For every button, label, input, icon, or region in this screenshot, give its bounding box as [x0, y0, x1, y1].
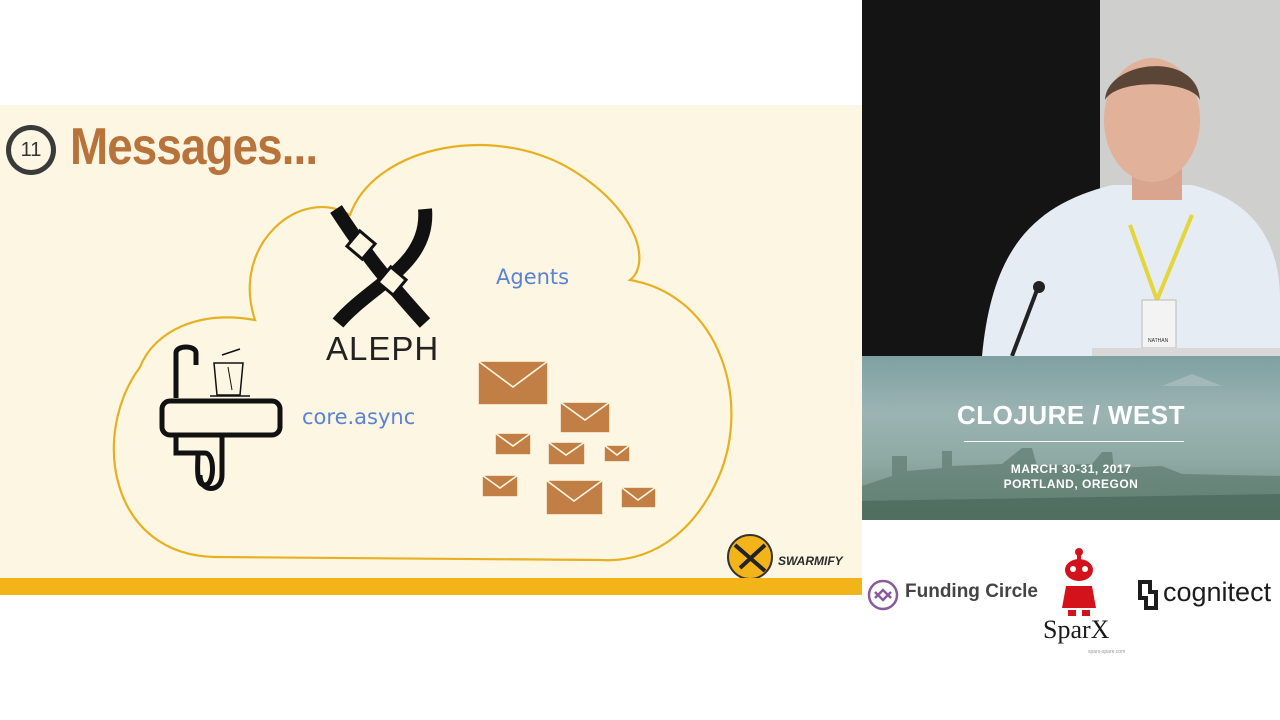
swarmify-bee-icon — [727, 534, 773, 580]
speaker-badge-name: NATHAN — [1148, 338, 1169, 344]
slide-number-badge: 11 — [6, 125, 56, 175]
swarmify-logo-text: SWARMIFY — [778, 554, 843, 568]
agents-label: Agents — [496, 265, 570, 289]
slide-number: 11 — [11, 130, 51, 170]
slide: 11 Messages... ALEPH Agents core.async S… — [0, 105, 862, 595]
sparx-robot-logo-icon — [1062, 548, 1096, 616]
sparx-logo-text: SparX — [1043, 615, 1110, 644]
kitchen-sink-icon — [159, 344, 283, 491]
cognitect-logo-icon — [1138, 580, 1158, 610]
sparx-url-text: sparx-spare.com — [1088, 649, 1126, 655]
cloud-diagram — [112, 143, 773, 580]
conference-banner: CLOJURE / WEST MARCH 30-31, 2017 PORTLAN… — [862, 356, 1280, 520]
conference-title: CLOJURE / WEST — [956, 400, 1185, 430]
slide-footer-bar — [0, 578, 862, 595]
speaker-head — [1104, 58, 1200, 182]
funding-circle-logo-icon — [867, 579, 899, 611]
cloud-outline — [112, 143, 733, 562]
speaker-video: NATHAN — [862, 0, 1280, 356]
envelope-icon — [477, 360, 657, 516]
banner-divider — [964, 441, 1184, 442]
aleph-label: ALEPH — [326, 330, 440, 367]
slide-title: Messages... — [70, 118, 318, 176]
cognitect-logo-text: cognitect — [1163, 577, 1272, 607]
speaker-body — [982, 185, 1280, 356]
city-skyline — [862, 374, 1280, 520]
speaker-scene — [862, 0, 1280, 356]
core-async-label: core.async — [302, 405, 416, 429]
conference-dates: MARCH 30-31, 2017 — [1010, 462, 1132, 476]
conference-location: PORTLAND, OREGON — [1003, 477, 1139, 491]
funding-circle-logo-text: Funding Circle — [905, 581, 1038, 602]
aleph-logo-icon — [330, 205, 433, 328]
